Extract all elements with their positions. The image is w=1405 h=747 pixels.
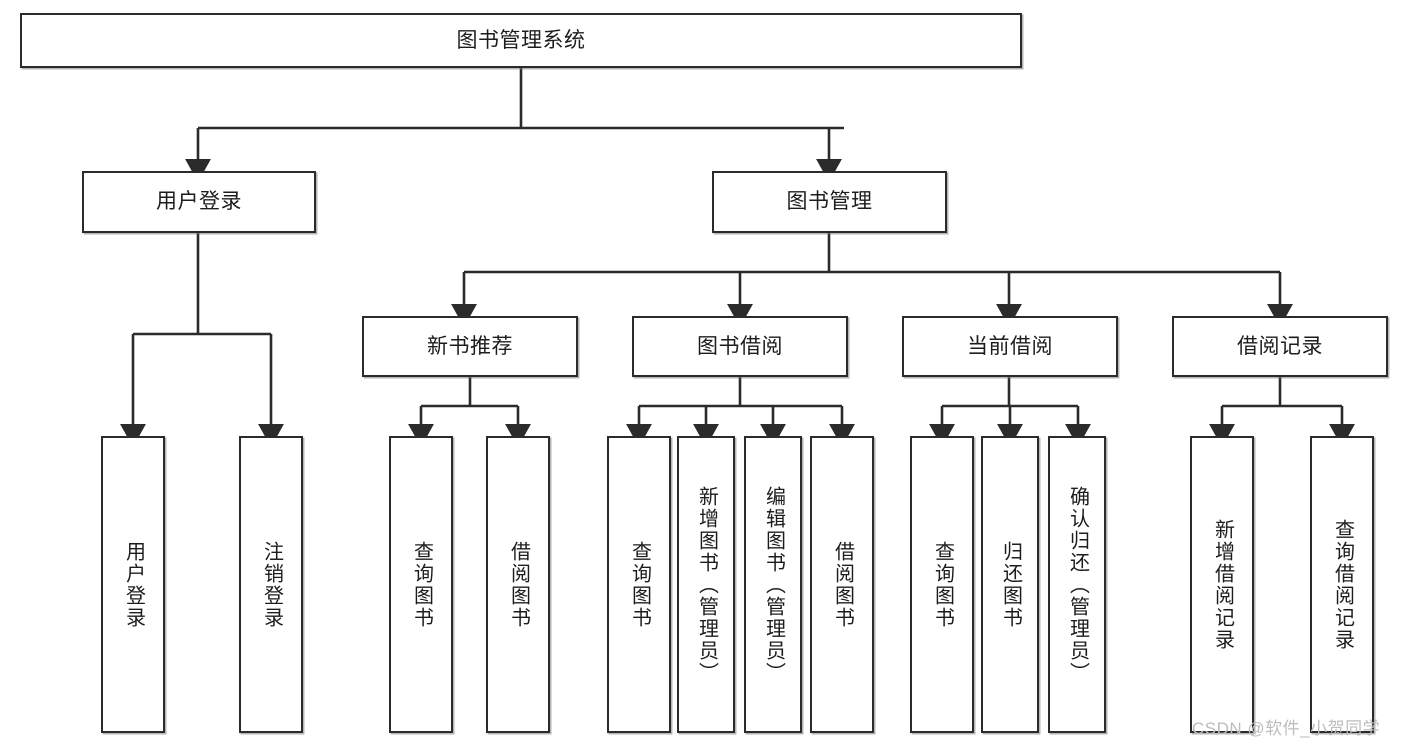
node-book-management-label: 图书管理: [786, 190, 873, 214]
node-book-borrow-label: 图书借阅: [697, 334, 783, 358]
node-book-borrow[interactable]: 图书借阅: [632, 316, 848, 377]
node-root-label: 图书管理系统: [456, 28, 586, 52]
node-new-book-recommend-label: 新书推荐: [427, 334, 513, 358]
leaf-records-add[interactable]: 新增借阅记录: [1190, 436, 1254, 733]
node-new-book-recommend[interactable]: 新书推荐: [362, 316, 578, 377]
leaf-borrow-query-label: 查询图书: [628, 540, 651, 629]
leaf-user-login-signin[interactable]: 用户登录: [101, 436, 165, 733]
leaf-borrow-add-book-label: 新增图书（管理员）: [695, 485, 718, 684]
leaf-current-query-label: 查询图书: [931, 540, 954, 629]
leaf-records-query[interactable]: 查询借阅记录: [1310, 436, 1374, 733]
leaf-current-query[interactable]: 查询图书: [910, 436, 974, 733]
leaf-current-confirm-return-label: 确认归还（管理员）: [1066, 485, 1089, 684]
node-root[interactable]: 图书管理系统: [20, 13, 1022, 68]
node-book-management[interactable]: 图书管理: [712, 171, 947, 233]
leaf-current-return-label: 归还图书: [999, 540, 1022, 629]
leaf-new-book-query[interactable]: 查询图书: [389, 436, 453, 733]
leaf-new-book-borrow[interactable]: 借阅图书: [486, 436, 550, 733]
node-borrow-records-label: 借阅记录: [1237, 334, 1323, 358]
node-current-borrow[interactable]: 当前借阅: [902, 316, 1118, 377]
leaf-new-book-query-label: 查询图书: [410, 540, 433, 629]
node-user-login-label: 用户登录: [156, 190, 242, 214]
node-user-login[interactable]: 用户登录: [82, 171, 316, 233]
leaf-new-book-borrow-label: 借阅图书: [507, 540, 530, 629]
leaf-current-confirm-return[interactable]: 确认归还（管理员）: [1048, 436, 1106, 733]
leaf-borrow-add-book[interactable]: 新增图书（管理员）: [677, 436, 735, 733]
leaf-borrow-edit-book-label: 编辑图书（管理员）: [762, 485, 785, 684]
leaf-borrow-borrow-book[interactable]: 借阅图书: [810, 436, 874, 733]
leaf-records-add-label: 新增借阅记录: [1211, 518, 1234, 651]
leaf-user-login-signout-label: 注销登录: [260, 540, 283, 629]
node-borrow-records[interactable]: 借阅记录: [1172, 316, 1388, 377]
leaf-borrow-borrow-book-label: 借阅图书: [831, 540, 854, 629]
leaf-records-query-label: 查询借阅记录: [1331, 518, 1354, 651]
node-current-borrow-label: 当前借阅: [967, 334, 1053, 358]
csdn-watermark: CSDN @软件_小贺同学: [1192, 719, 1381, 738]
leaf-current-return[interactable]: 归还图书: [981, 436, 1039, 733]
leaf-borrow-edit-book[interactable]: 编辑图书（管理员）: [744, 436, 802, 733]
leaf-user-login-signin-label: 用户登录: [122, 540, 145, 629]
leaf-user-login-signout[interactable]: 注销登录: [239, 436, 303, 733]
leaf-borrow-query[interactable]: 查询图书: [607, 436, 671, 733]
